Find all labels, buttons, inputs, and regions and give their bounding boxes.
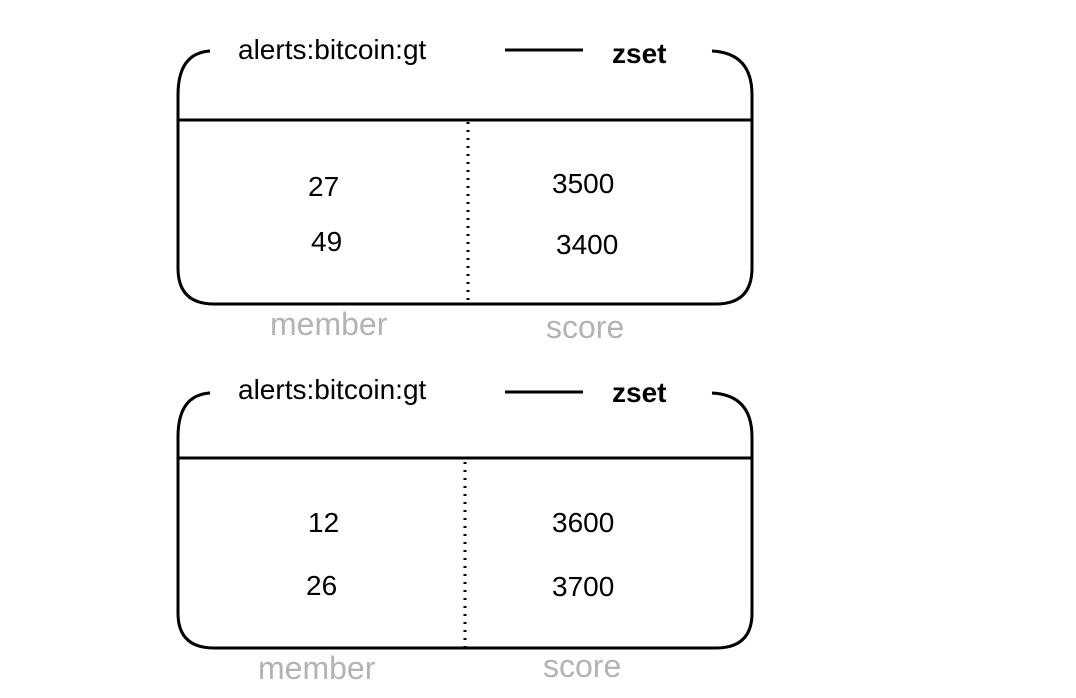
member-cell: 26	[306, 570, 338, 601]
score-cell: 3500	[552, 168, 615, 199]
member-cell: 12	[308, 507, 340, 538]
zset-key-label: alerts:bitcoin:gt	[238, 374, 427, 405]
member-column-caption: member	[270, 306, 388, 342]
score-cell: 3600	[552, 507, 615, 538]
zset-frame	[176, 48, 754, 306]
member-cell: 27	[308, 171, 340, 202]
zset-type-label: zset	[612, 38, 667, 69]
zset-diagram-2: alerts:bitcoin:gt zset 12 3600 26 3700 m…	[0, 340, 1076, 686]
score-column-caption: score	[543, 648, 622, 684]
score-column-caption: score	[546, 309, 625, 345]
zset-frame	[176, 390, 754, 650]
zset-diagram-1: alerts:bitcoin:gt zset 27 3500 49 3400 m…	[0, 0, 1076, 345]
zset-key-label: alerts:bitcoin:gt	[238, 34, 427, 65]
score-cell: 3700	[552, 571, 615, 602]
zset-outline	[176, 49, 754, 306]
zset-outline	[176, 391, 754, 650]
member-cell: 49	[311, 226, 343, 257]
zset-type-label: zset	[612, 377, 667, 408]
score-cell: 3400	[556, 229, 619, 260]
member-column-caption: member	[258, 650, 376, 686]
